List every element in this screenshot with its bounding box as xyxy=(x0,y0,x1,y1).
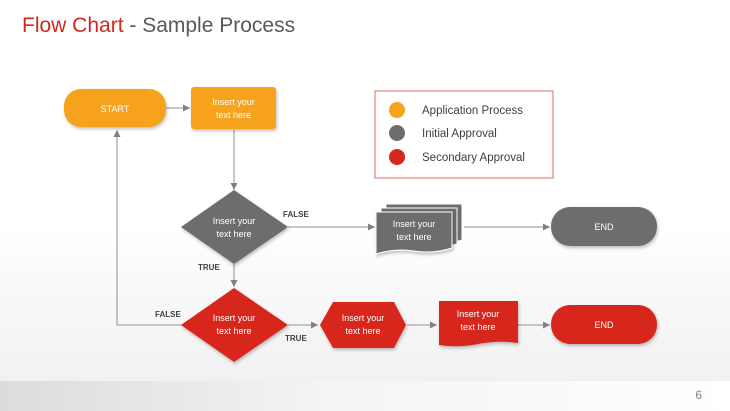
title-accent: Flow Chart xyxy=(22,14,124,37)
legend-label-secondary: Secondary Approval xyxy=(422,152,525,164)
multi-document-line2: text here xyxy=(396,232,431,242)
legend-swatch-application xyxy=(389,102,405,118)
decision-1: Insert your text here xyxy=(181,190,288,264)
document-node: Insert your text here xyxy=(439,301,518,347)
footer-bar xyxy=(0,381,730,411)
legend: Application Process Initial Approval Sec… xyxy=(374,90,554,179)
document-line1: Insert your xyxy=(457,309,500,319)
process-box-1: Insert your text here xyxy=(191,87,276,129)
multi-document-line1: Insert your xyxy=(393,219,436,229)
process-box-1-line1: Insert your xyxy=(212,97,255,107)
decision-2: Insert your text here xyxy=(181,288,288,362)
edge-decision2-start xyxy=(113,130,183,326)
legend-swatch-secondary xyxy=(389,149,405,165)
process-box-1-line2: text here xyxy=(216,110,251,120)
legend-label-initial: Initial Approval xyxy=(422,128,497,140)
edge-label-false-1: FALSE xyxy=(283,210,309,219)
edge-label-true-1: TRUE xyxy=(198,263,220,272)
decision-1-line2: text here xyxy=(216,229,251,239)
hexagon-node: Insert your text here xyxy=(320,302,406,348)
edge-label-true-2: TRUE xyxy=(285,334,307,343)
hexagon-line1: Insert your xyxy=(342,313,385,323)
decision-1-line1: Insert your xyxy=(213,216,256,226)
page-number: 6 xyxy=(695,388,702,402)
document-line2: text here xyxy=(460,322,495,332)
legend-swatch-initial xyxy=(389,125,405,141)
title-rest: - Sample Process xyxy=(123,14,296,37)
page-title: Flow Chart - Sample Process xyxy=(22,14,295,38)
connectors xyxy=(113,104,550,329)
start-node: START xyxy=(64,89,166,127)
edge-label-false-2: FALSE xyxy=(155,310,181,319)
multi-document: Insert your text here xyxy=(375,203,463,255)
decision-2-line1: Insert your xyxy=(213,313,256,323)
legend-label-application: Application Process xyxy=(422,105,523,117)
decision-2-line2: text here xyxy=(216,326,251,336)
end-node-1: END xyxy=(551,207,657,246)
start-label: START xyxy=(101,104,130,114)
hexagon-line2: text here xyxy=(345,326,380,336)
end-node-2-label: END xyxy=(594,320,614,330)
end-node-1-label: END xyxy=(594,222,614,232)
end-node-2: END xyxy=(551,305,657,344)
